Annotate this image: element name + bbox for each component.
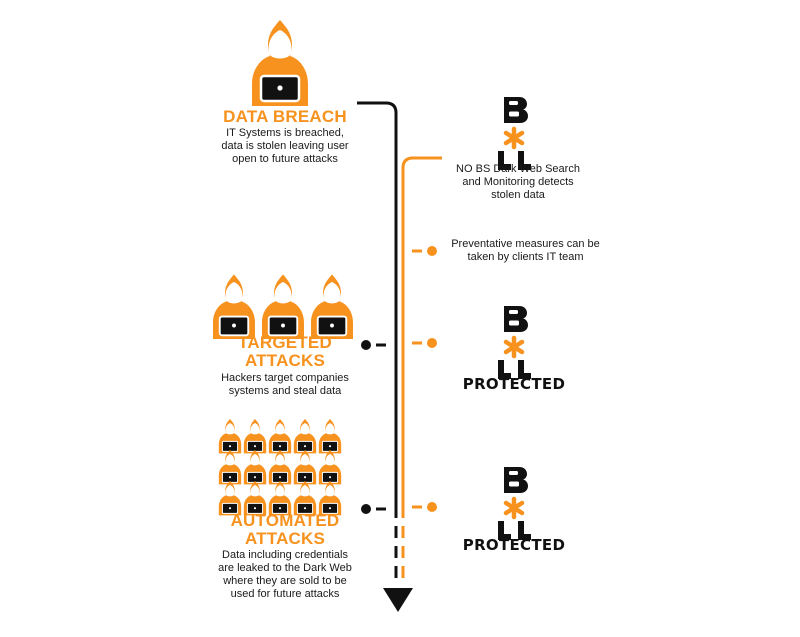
hacker-icon	[293, 449, 317, 485]
preventative-desc: Preventative measures can be taken by cl…	[451, 238, 600, 263]
protected-1-node	[427, 338, 437, 348]
protected-2-node	[427, 502, 437, 512]
hacker-icon	[218, 449, 242, 485]
protected-label-1: PROTECTED	[462, 375, 566, 393]
brand-figure-icon	[498, 97, 531, 170]
down-arrow-icon	[383, 588, 413, 612]
breach-title: DATA BREACH	[223, 107, 347, 126]
hacker-icon	[293, 418, 317, 454]
hacker-breach-icon	[250, 18, 310, 108]
hacker-icon	[318, 418, 342, 454]
automated-title: AUTOMATED ATTACKS	[230, 511, 340, 548]
preventative-node	[427, 246, 437, 256]
hacker-icon	[268, 418, 292, 454]
monitoring-desc: NO BS Dark Web Search and Monitoring det…	[456, 163, 580, 201]
targeted-desc: Hackers target companies systems and ste…	[221, 372, 349, 397]
hacker-icon	[212, 273, 256, 340]
hacker-icon	[268, 449, 292, 485]
brand-figure-icon	[498, 306, 531, 379]
hacker-icon	[261, 273, 305, 340]
hacker-icon	[310, 273, 354, 340]
hacker-automated-grid	[218, 418, 342, 516]
targeted-node	[361, 340, 371, 350]
monitoring-path	[401, 156, 442, 518]
brand-figure-icon	[498, 467, 531, 540]
hacker-icon	[218, 418, 242, 454]
hacker-icon	[243, 449, 267, 485]
hacker-targeted-group	[212, 273, 354, 340]
targeted-title: TARGETED ATTACKS	[238, 333, 332, 370]
hacker-icon	[318, 449, 342, 485]
automated-desc: Data including credentials are leaked to…	[218, 549, 352, 600]
breach-path	[357, 101, 398, 518]
protected-label-2: PROTECTED	[462, 536, 566, 554]
automated-node	[361, 504, 371, 514]
hacker-icon	[243, 418, 267, 454]
breach-desc: IT Systems is breached, data is stolen l…	[221, 127, 349, 165]
